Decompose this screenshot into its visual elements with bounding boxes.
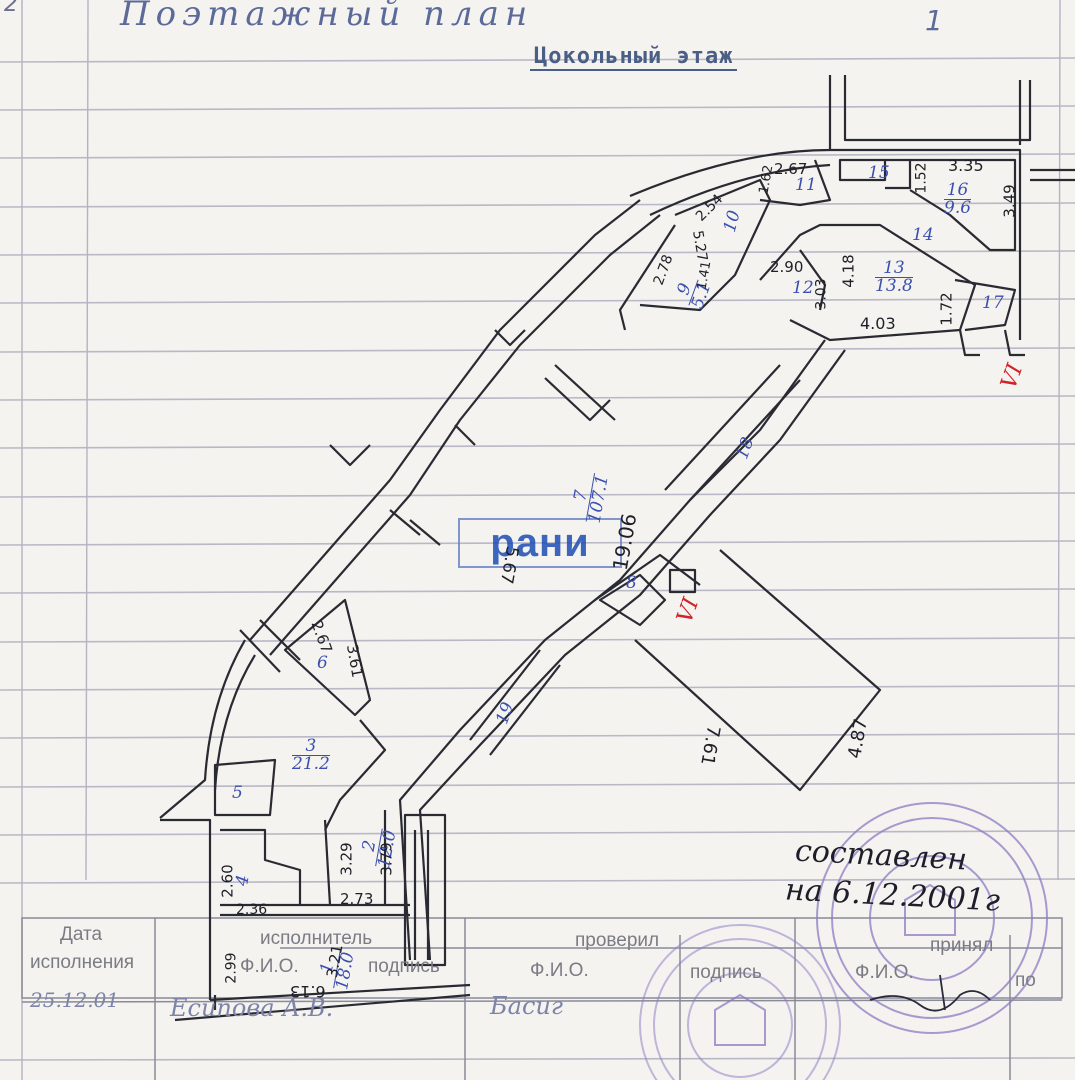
dimension-d16: 1.72	[937, 292, 956, 326]
room-number: 11	[795, 175, 817, 195]
room-number: 3	[305, 736, 317, 756]
room-number: 13	[883, 258, 905, 278]
handwritten-title: Поэтажный план	[120, 0, 534, 34]
dimension-d8: 2.67	[774, 160, 808, 178]
dimension-d25: 2.99	[223, 952, 240, 984]
accepted-name-label: Ф.И.О.	[855, 962, 914, 983]
room-label-17: 17	[982, 295, 1004, 312]
room-label-14: 14	[912, 227, 934, 244]
room-number: 15	[868, 163, 890, 183]
watermark: рани	[458, 518, 622, 568]
executor-sign-label: подпись	[368, 956, 440, 977]
dimension-d20: 3.29	[337, 842, 356, 876]
room-area: 13.8	[875, 276, 913, 296]
room-area: 21.2	[292, 754, 330, 774]
room-number: 6	[317, 653, 328, 673]
room-number: 16	[946, 180, 969, 200]
room-label-12: 12	[792, 280, 814, 297]
room-label-5: 5	[232, 785, 243, 802]
corner-mark: 2	[4, 0, 18, 17]
page-number: 1	[925, 4, 943, 37]
dimension-d14: 4.18	[839, 254, 858, 288]
round-seal-stamp	[639, 802, 1048, 1080]
dimension-d24: 2.60	[218, 864, 237, 898]
room-label-11: 11	[795, 177, 817, 194]
dimension-d22: 2.73	[340, 890, 374, 908]
dimension-d21: 3.79	[377, 842, 396, 876]
room-area: 9.6	[944, 198, 972, 218]
room-number: 5	[232, 783, 243, 803]
checked-sign-label: подпись	[690, 962, 762, 983]
room-number: 12	[792, 278, 814, 298]
checked-name-value: Басиг	[490, 992, 563, 1020]
dimension-d5: 3.35	[948, 156, 984, 175]
dimension-d15: 4.03	[860, 314, 896, 333]
room-number: 17	[982, 293, 1004, 313]
executor-label: исполнитель	[260, 928, 373, 949]
ruled-lines	[0, 57, 1075, 1061]
room-number: 8	[626, 573, 637, 593]
room-label-8: 8	[626, 575, 637, 592]
date-label: Дата	[60, 924, 103, 945]
executor-name-value: Есипова А.В.	[170, 994, 334, 1022]
dimension-d6: 3.49	[1000, 184, 1019, 218]
date-value: 25.12.01	[30, 988, 120, 1012]
room-number: 14	[912, 225, 934, 245]
checked-label: проверил	[575, 930, 660, 951]
checked-name-label: Ф.И.О.	[530, 960, 589, 981]
floor-stamp: Цокольный этаж	[530, 44, 738, 71]
floor-plan	[159, 75, 1075, 1022]
executor-name-label: Ф.И.О.	[240, 956, 299, 977]
dimension-d13: 2.90	[770, 258, 804, 276]
room-label-6: 6	[317, 655, 328, 672]
dimension-d7: 1.52	[913, 162, 930, 194]
dimension-d23: 2.36	[236, 902, 268, 918]
room-label-15: 15	[868, 165, 890, 182]
handwritten-signature	[869, 974, 991, 1012]
dimension-d17: 3.03	[813, 278, 830, 310]
accepted-label: принял	[930, 935, 994, 956]
date-label-2: исполнения	[30, 952, 135, 973]
accepted-sign-label: по	[1015, 970, 1036, 991]
